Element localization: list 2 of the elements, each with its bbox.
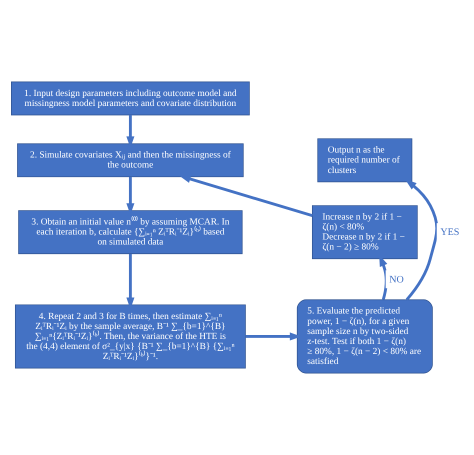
edge-label: NO [389,274,404,286]
edge-label: YES [440,227,460,238]
